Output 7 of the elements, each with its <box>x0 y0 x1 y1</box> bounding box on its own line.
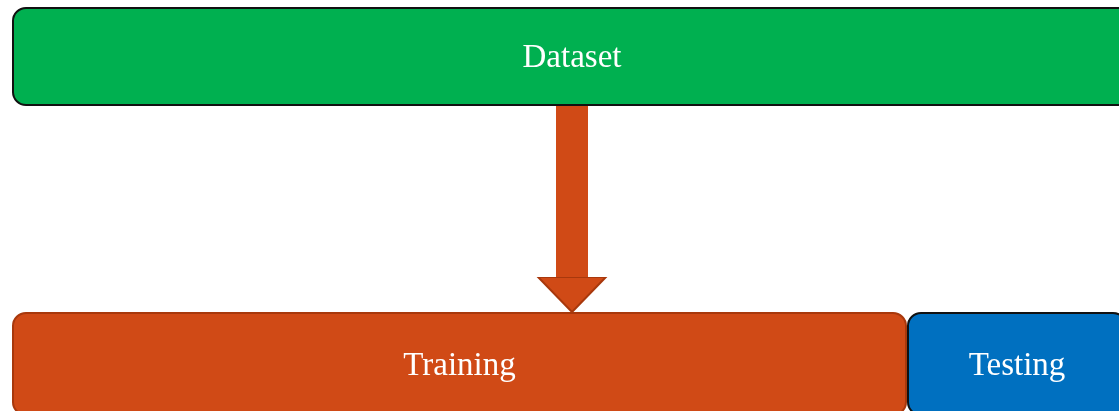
process-box <box>12 312 907 411</box>
box-label: Training <box>403 345 516 383</box>
process-box <box>907 312 1119 411</box>
arrow <box>537 106 607 313</box>
box-label: Testing <box>968 345 1066 383</box>
process-box <box>12 7 1119 106</box>
box-label: Dataset <box>522 38 622 75</box>
